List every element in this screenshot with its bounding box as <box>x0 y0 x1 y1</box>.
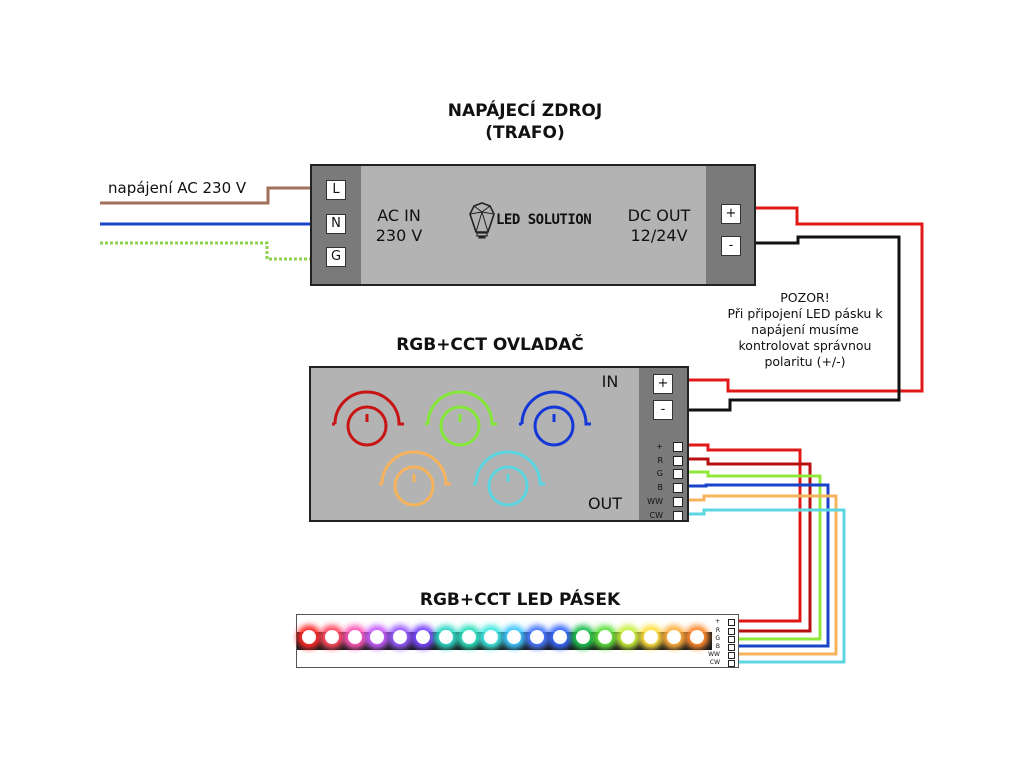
out-label-r: R <box>657 456 663 465</box>
out-terminal-cw[interactable] <box>673 511 683 521</box>
in-label: IN <box>601 372 619 391</box>
strip-label-r: R <box>715 627 720 634</box>
warning-line3: napájení musíme <box>751 322 859 337</box>
psu-output-panel <box>706 166 754 284</box>
dc-wire-minus <box>688 235 901 412</box>
ac-in-line1: AC IN <box>377 206 421 225</box>
bulb-icon <box>469 202 495 239</box>
controller-in-minus[interactable]: - <box>653 400 673 420</box>
out-label: OUT <box>587 494 623 513</box>
led <box>621 630 636 644</box>
out-terminal-r[interactable] <box>673 456 683 466</box>
power-supply: L N G AC IN 230 V LED SOLUTION DC OUT 12… <box>310 164 756 286</box>
psu-terminal-plus[interactable]: + <box>721 204 741 224</box>
strip-terminal-b[interactable] <box>728 644 735 651</box>
terminal-l[interactable]: L <box>326 180 346 200</box>
warning-line1: POZOR! <box>780 290 830 305</box>
out-label-ww: WW <box>647 497 663 506</box>
strip-terminal-r[interactable] <box>728 628 735 635</box>
out-terminal-ww[interactable] <box>673 497 683 507</box>
ac-in-label: AC IN 230 V <box>364 206 434 246</box>
strip-terminal-cw[interactable] <box>728 660 735 667</box>
controller-in-plus[interactable]: + <box>653 374 673 394</box>
led <box>347 630 362 644</box>
led <box>689 630 704 644</box>
polarity-warning: POZOR! Při připojení LED pásku k napájen… <box>720 290 890 370</box>
led <box>530 630 544 644</box>
out-wire-cw <box>688 508 846 664</box>
led <box>644 630 658 644</box>
led <box>507 630 522 644</box>
led <box>461 630 476 644</box>
psu-title-line2: (TRAFO) <box>485 123 565 143</box>
warning-line5: polaritu (+/-) <box>764 354 846 369</box>
out-terminal-b[interactable] <box>673 483 683 493</box>
led <box>666 630 681 644</box>
led <box>416 630 430 644</box>
mains-wire-g <box>100 241 312 261</box>
led <box>370 630 385 644</box>
warning-line2: Při připojení LED pásku k <box>727 306 883 321</box>
controller-title: RGB+CCT OVLADAČ <box>396 335 584 355</box>
strip-terminal-g[interactable] <box>728 636 735 643</box>
rgb-cct-controller: IN OUT + - + R G B WW CW <box>309 366 689 522</box>
brand-logo: LED SOLUTION <box>468 202 608 242</box>
brand-name: LED SOLUTION <box>496 212 592 228</box>
strip-label-cw: CW <box>709 659 720 666</box>
led-row <box>297 615 717 667</box>
out-wire-ww <box>688 494 838 656</box>
out-wire-g <box>688 470 822 641</box>
strip-label-ww: WW <box>708 651 720 658</box>
strip-label-b: B <box>715 643 720 650</box>
warning-line4: kontrolovat správnou <box>738 338 872 353</box>
led-strip: + R G B WW CW <box>296 614 739 668</box>
mains-wire-l <box>100 186 312 205</box>
led <box>393 630 408 644</box>
out-wire-r <box>688 457 812 633</box>
psu-title: NAPÁJECÍ ZDROJ (TRAFO) <box>412 100 638 144</box>
terminal-g[interactable]: G <box>326 247 346 267</box>
led <box>324 630 339 644</box>
out-wire-b <box>688 483 830 648</box>
led <box>438 630 453 644</box>
out-terminal-plus[interactable] <box>673 442 683 452</box>
psu-terminal-minus[interactable]: - <box>721 236 741 256</box>
strip-title: RGB+CCT LED PÁSEK <box>419 590 621 610</box>
ac-in-line2: 230 V <box>375 226 423 245</box>
dc-out-line1: DC OUT <box>627 206 691 225</box>
led <box>575 630 590 644</box>
out-wire-plus <box>688 443 802 623</box>
dc-wire-plus <box>688 206 924 393</box>
out-label-b: B <box>657 483 664 492</box>
strip-label-g: G <box>715 635 720 642</box>
strip-terminal-plus[interactable] <box>728 619 735 626</box>
terminal-n[interactable]: N <box>326 214 346 234</box>
out-terminal-g[interactable] <box>673 469 683 479</box>
out-label-g: G <box>656 469 663 478</box>
out-label-plus: + <box>656 442 663 451</box>
mains-label: napájení AC 230 V <box>108 179 247 197</box>
dc-out-label: DC OUT 12/24V <box>618 206 700 246</box>
led <box>552 630 567 644</box>
led <box>484 630 499 644</box>
dc-out-line2: 12/24V <box>630 226 688 245</box>
psu-title-line1: NAPÁJECÍ ZDROJ <box>447 101 603 121</box>
out-label-cw: CW <box>649 511 664 520</box>
strip-label-plus: + <box>714 618 720 625</box>
strip-terminal-ww[interactable] <box>728 652 735 659</box>
led <box>598 630 613 644</box>
led <box>302 630 316 644</box>
